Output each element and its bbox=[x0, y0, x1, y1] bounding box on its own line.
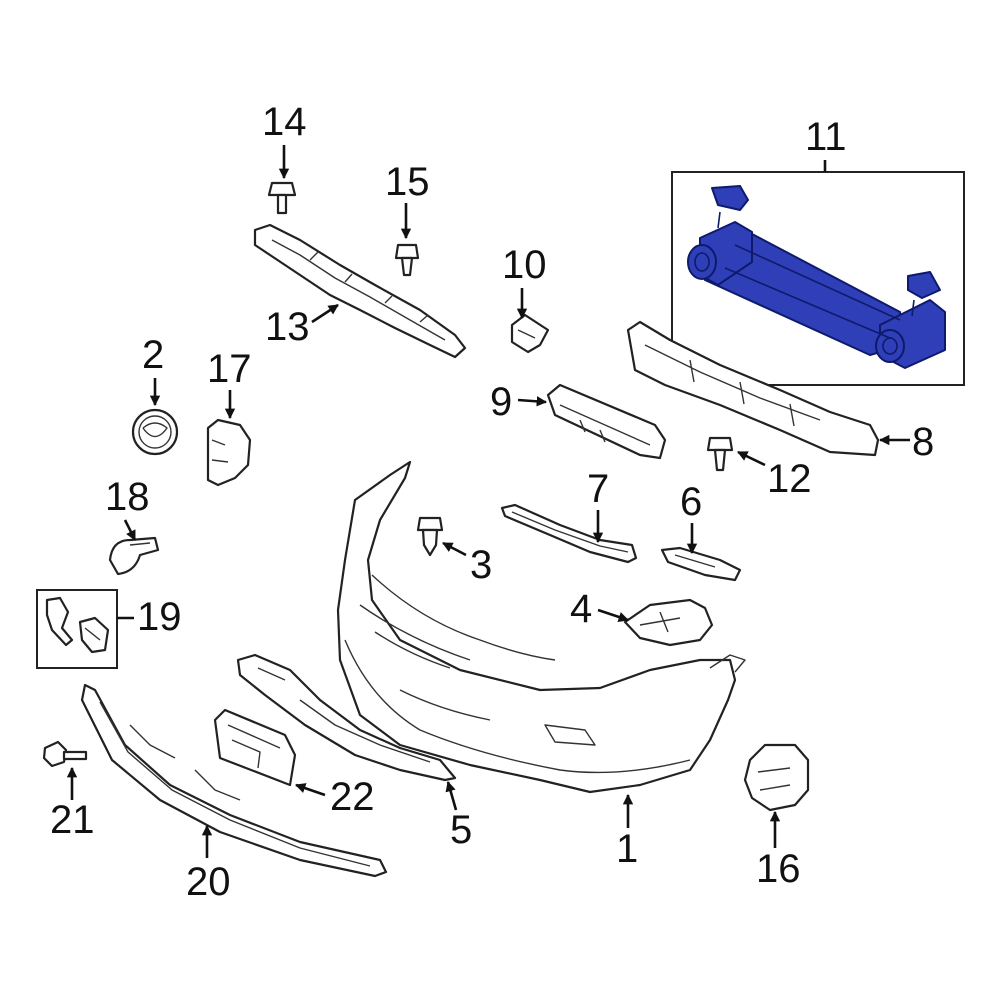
callout-3: 3 bbox=[470, 543, 492, 587]
leader-12 bbox=[737, 450, 766, 467]
part-20-lower-grille[interactable] bbox=[80, 683, 388, 878]
part-11-reinforcement-beam[interactable] bbox=[671, 171, 965, 386]
part-17-side-bracket[interactable] bbox=[206, 418, 252, 487]
callout-8: 8 bbox=[912, 420, 934, 464]
callout-11: 11 bbox=[805, 115, 847, 159]
part-3-clip[interactable] bbox=[416, 516, 444, 557]
part-22-plate-bracket[interactable] bbox=[213, 708, 297, 787]
part-19-bracket-set[interactable] bbox=[36, 589, 118, 669]
callout-9: 9 bbox=[490, 380, 512, 424]
callout-10: 10 bbox=[502, 243, 547, 287]
part-9-absorber[interactable] bbox=[546, 383, 667, 460]
part-4-bracket[interactable] bbox=[623, 598, 714, 647]
part-16-side-bracket[interactable] bbox=[743, 743, 810, 812]
part-2-emblem[interactable] bbox=[131, 408, 179, 456]
callout-16: 16 bbox=[756, 847, 801, 891]
callout-12: 12 bbox=[767, 457, 812, 501]
leader-3 bbox=[442, 541, 467, 557]
callout-7: 7 bbox=[587, 467, 609, 511]
leader-5 bbox=[445, 781, 458, 811]
callout-19: 19 bbox=[137, 595, 182, 639]
callout-17: 17 bbox=[207, 347, 252, 391]
callout-5: 5 bbox=[450, 808, 472, 852]
leader-4 bbox=[597, 608, 629, 622]
leader-13 bbox=[311, 303, 339, 324]
part-13-upper-bracket[interactable] bbox=[253, 223, 467, 359]
part-1-bumper-cover[interactable] bbox=[336, 460, 746, 794]
part-5-lower-strip[interactable] bbox=[236, 653, 457, 782]
part-14-bolt[interactable] bbox=[267, 181, 297, 215]
leader-9 bbox=[517, 396, 548, 407]
callout-21: 21 bbox=[50, 798, 95, 842]
leader-18 bbox=[123, 519, 137, 541]
callout-13: 13 bbox=[265, 305, 310, 349]
part-18-clip[interactable] bbox=[108, 536, 160, 576]
callout-14: 14 bbox=[262, 100, 307, 144]
part-11-frame bbox=[671, 171, 965, 386]
callout-6: 6 bbox=[680, 480, 702, 524]
part-21-bolt[interactable] bbox=[42, 740, 88, 768]
callout-20: 20 bbox=[186, 860, 231, 904]
callout-1: 1 bbox=[616, 827, 638, 871]
part-6-side-bracket[interactable] bbox=[660, 546, 742, 582]
callout-15: 15 bbox=[385, 160, 430, 204]
part-12-clip[interactable] bbox=[706, 436, 734, 472]
part-8-foam-absorber[interactable] bbox=[626, 320, 880, 457]
callout-4: 4 bbox=[570, 587, 592, 631]
leader-22 bbox=[295, 783, 326, 797]
part-7-molding-strip[interactable] bbox=[500, 503, 638, 564]
callout-2: 2 bbox=[142, 333, 164, 377]
callout-18: 18 bbox=[105, 475, 150, 519]
part-10-bracket[interactable] bbox=[510, 313, 550, 354]
part-15-clip[interactable] bbox=[394, 243, 420, 277]
callout-22: 22 bbox=[330, 775, 375, 819]
